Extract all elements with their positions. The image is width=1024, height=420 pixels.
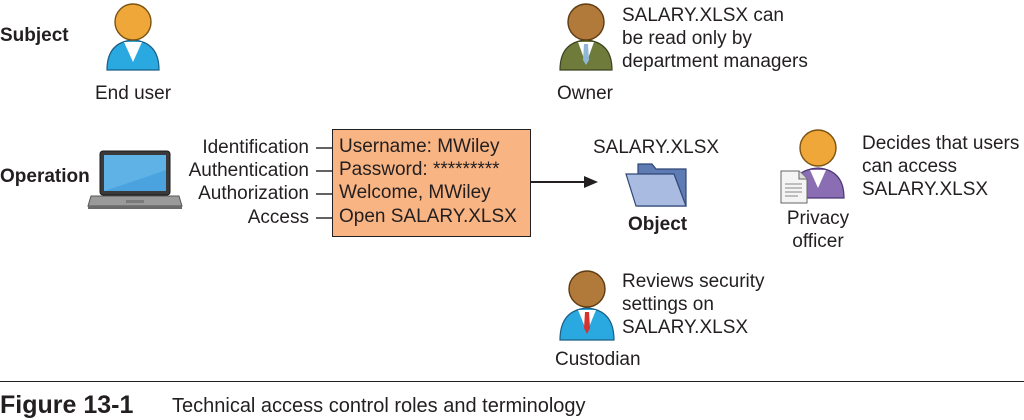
privacy-officer-label: officer	[792, 231, 844, 252]
custodian-note-line: SALARY.XLSX	[622, 317, 749, 338]
step-authentication: Authentication	[188, 160, 309, 181]
owner-note-line: be read only by	[622, 28, 752, 49]
laptop-icon	[87, 150, 183, 209]
owner-note-line: SALARY.XLSX can	[622, 5, 784, 26]
end-user-icon	[106, 3, 160, 71]
owner-note-line: department managers	[622, 51, 808, 72]
privacy-officer-label: Privacy	[786, 208, 850, 229]
custodian-label: Custodian	[555, 349, 641, 370]
owner-label: Owner	[557, 83, 613, 104]
privacy-note-line: can access	[862, 156, 958, 177]
custodian-icon	[559, 270, 615, 341]
object-file-name: SALARY.XLSX	[593, 137, 720, 158]
arrow-right-icon	[530, 176, 598, 188]
credential-line: Welcome, MWiley	[339, 182, 491, 203]
credential-box: Username: MWiley Password: ********* Wel…	[332, 129, 531, 237]
object-label: Object	[628, 214, 688, 235]
privacy-note-line: Decides that users	[862, 133, 1020, 154]
end-user-label: End user	[95, 83, 172, 104]
step-authorization: Authorization	[198, 183, 309, 204]
figure-number: Figure 13-1	[0, 391, 134, 419]
folder-icon	[625, 163, 687, 207]
custodian-note-line: settings on	[622, 294, 714, 315]
subject-label: Subject	[0, 25, 69, 46]
credential-line: Open SALARY.XLSX	[339, 206, 517, 227]
figure-caption: Technical access control roles and termi…	[172, 395, 586, 417]
document-icon	[780, 170, 808, 204]
owner-icon	[559, 3, 613, 71]
credential-line: Username: MWiley	[339, 136, 500, 157]
step-access: Access	[247, 207, 309, 228]
operation-label: Operation	[0, 166, 90, 187]
step-connectors	[316, 147, 332, 219]
custodian-note-line: Reviews security	[622, 271, 765, 292]
credential-line: Password: *********	[339, 159, 500, 180]
step-identification: Identification	[202, 137, 309, 158]
privacy-note-line: SALARY.XLSX	[862, 179, 989, 200]
caption-rule	[0, 381, 1024, 382]
